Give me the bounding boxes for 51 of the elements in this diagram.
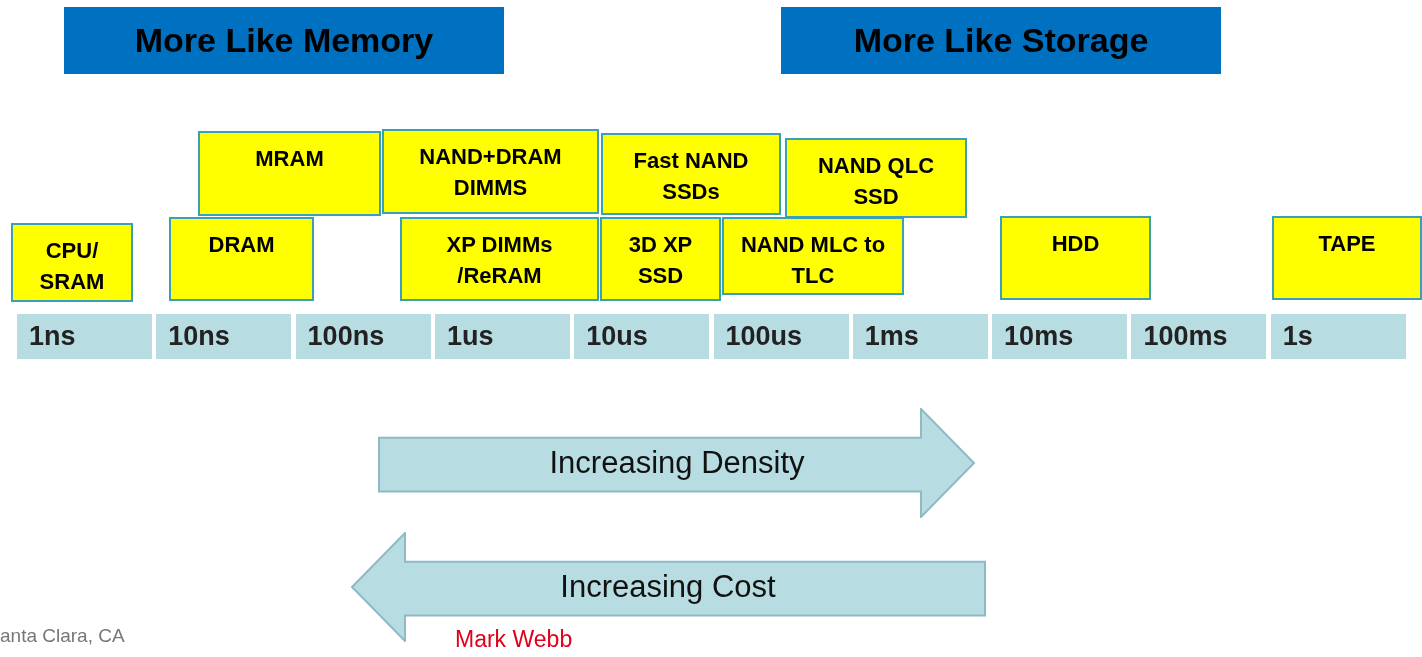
banner-title: More Like Storage <box>853 21 1149 60</box>
technology-name: DRAM <box>208 231 275 259</box>
latency-value: 1ns <box>29 321 76 352</box>
technology-name: MRAM <box>255 145 324 173</box>
latency-scale-cell <box>1270 314 1406 359</box>
latency-value: 10us <box>586 321 648 352</box>
technology-name: CPU/ SRAM <box>38 237 106 296</box>
banner-title: More Like Memory <box>134 21 434 60</box>
arrow-label: Increasing Density <box>549 445 805 481</box>
latency-value: 100us <box>725 321 803 352</box>
technology-box <box>169 217 314 301</box>
technology-name: NAND QLC SSD <box>816 152 936 211</box>
technology-name: TAPE <box>1318 230 1376 258</box>
latency-scale-cell <box>852 314 988 359</box>
technology-box <box>198 131 381 216</box>
technology-name: HDD <box>1051 230 1100 258</box>
latency-value: 10ns <box>168 321 230 352</box>
technology-name: 3D XP SSD <box>627 231 694 290</box>
latency-value: 1ms <box>864 321 919 352</box>
latency-scale-cell <box>1131 314 1267 359</box>
latency-scale-cell <box>156 314 292 359</box>
latency-value: 10ms <box>1004 321 1074 352</box>
arrow-label: Increasing Cost <box>560 569 776 605</box>
category-banner <box>64 7 504 74</box>
technology-box <box>382 129 599 214</box>
latency-scale-cell <box>574 314 710 359</box>
latency-scale-cell <box>713 314 849 359</box>
technology-box <box>400 217 599 301</box>
technology-box <box>1000 216 1151 300</box>
technology-box <box>722 217 904 295</box>
technology-box <box>11 223 133 302</box>
trend-banner-shape <box>378 408 976 518</box>
technology-box <box>600 217 721 301</box>
technology-name: XP DIMMs /ReRAM <box>445 231 554 290</box>
latency-value: 100ns <box>307 321 385 352</box>
latency-scale-cell <box>434 314 570 359</box>
category-banner <box>781 7 1221 74</box>
latency-scale-cell <box>992 314 1128 359</box>
author-credit: Mark Webb <box>455 626 573 653</box>
technology-name: Fast NAND SSDs <box>632 147 750 206</box>
technology-name: NAND MLC to TLC <box>739 231 887 290</box>
latency-scale-cell <box>17 314 152 359</box>
latency-scale-cell <box>295 314 431 359</box>
technology-box <box>785 138 967 218</box>
location-note: anta Clara, CA <box>0 625 125 647</box>
technology-box <box>1272 216 1422 300</box>
technology-name: NAND+DRAM DIMMS <box>418 143 563 202</box>
latency-value: 1us <box>446 321 494 352</box>
technology-box <box>601 133 781 215</box>
latency-value: 1s <box>1282 321 1313 352</box>
latency-value: 100ms <box>1143 321 1228 352</box>
